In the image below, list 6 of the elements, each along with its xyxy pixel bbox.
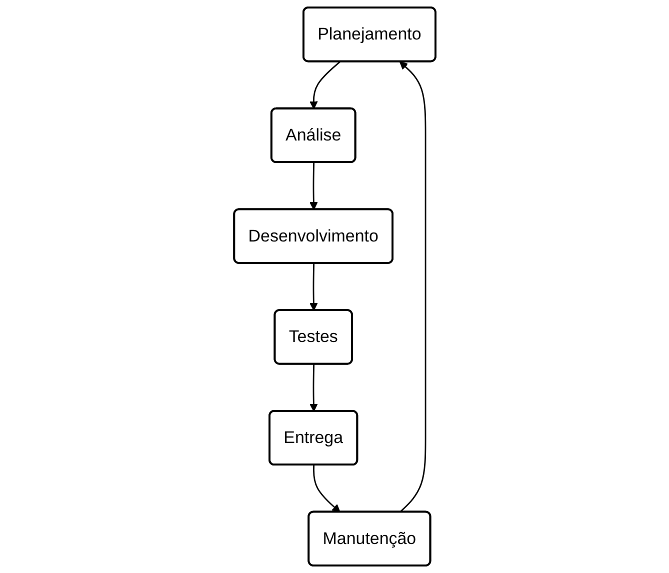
arrow [399, 61, 426, 513]
arrow [309, 162, 318, 210]
arrow [309, 263, 318, 311]
arrow [309, 364, 318, 412]
arrow [312, 465, 340, 513]
arrow [309, 61, 340, 110]
